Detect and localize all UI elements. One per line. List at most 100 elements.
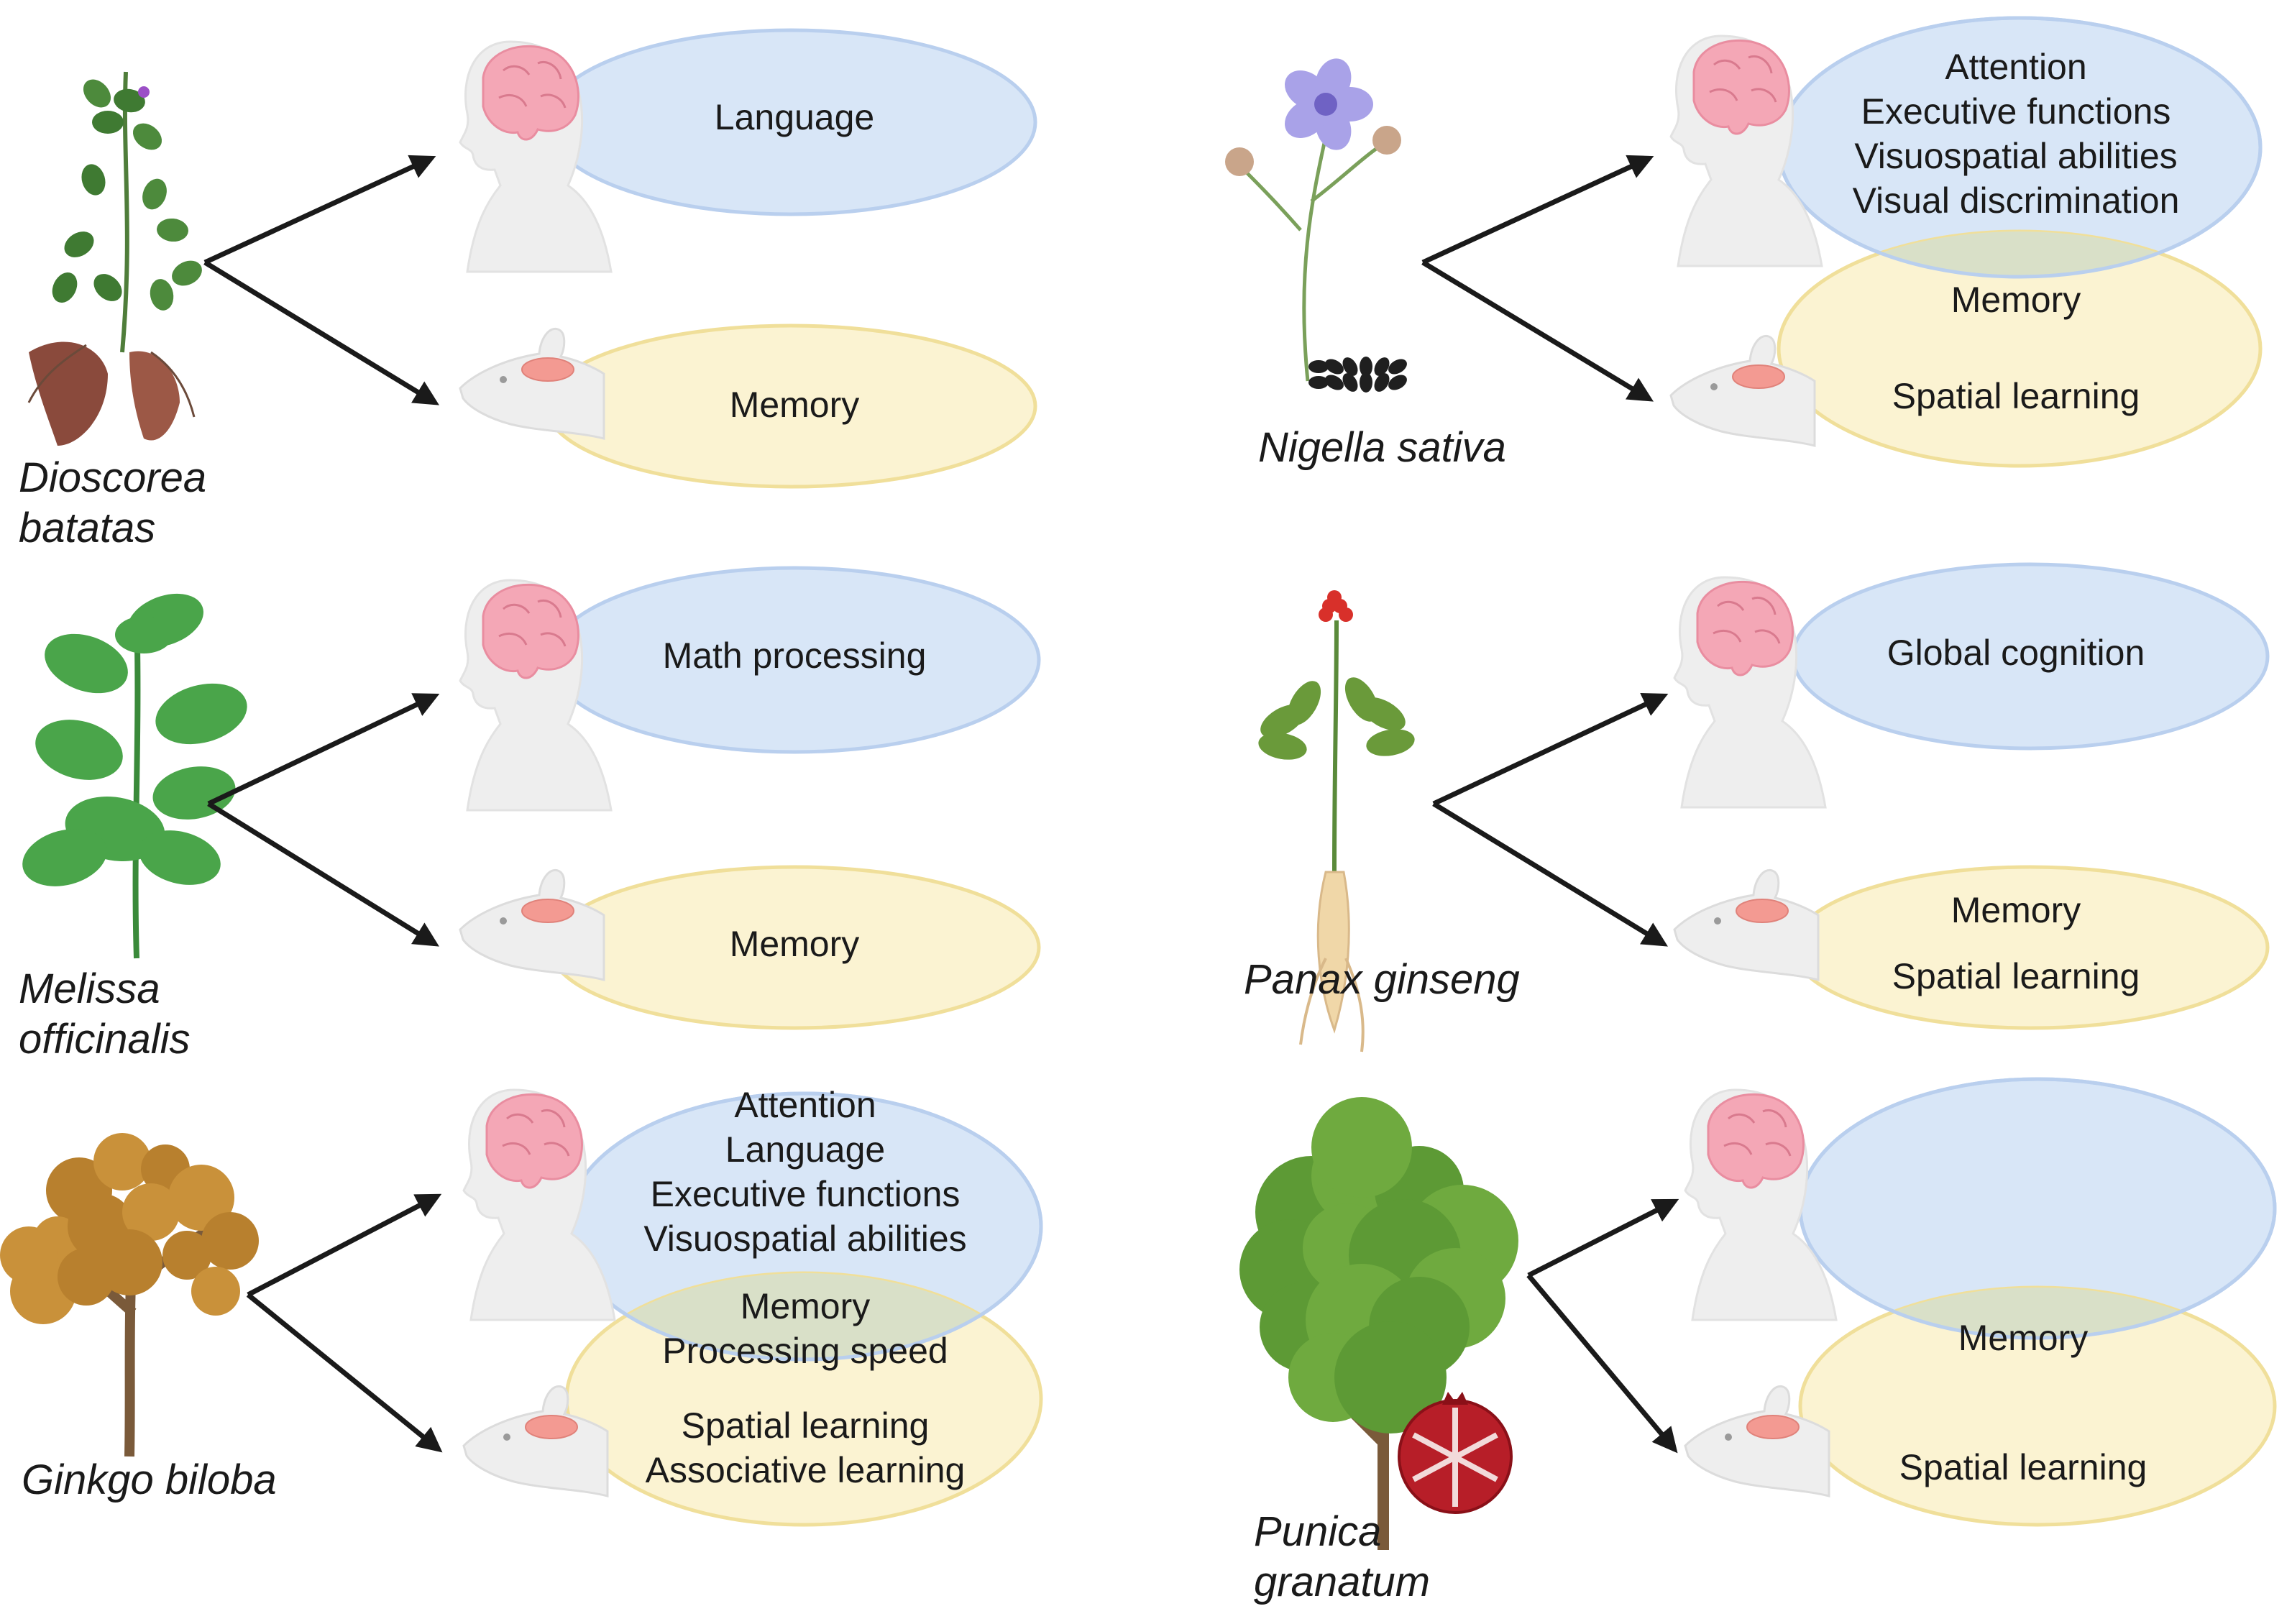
leaf bbox=[81, 164, 106, 196]
brain-folds bbox=[498, 600, 567, 647]
leaf bbox=[114, 88, 145, 113]
outcome-label: Memory bbox=[729, 924, 860, 964]
arrow bbox=[246, 1293, 443, 1453]
brain-icon bbox=[485, 1093, 583, 1189]
ginseng-root bbox=[1316, 871, 1350, 1034]
panel-melissa: Melissa officinalis Math processing Memo… bbox=[0, 556, 1146, 1097]
arrow bbox=[1421, 260, 1654, 402]
berry bbox=[1327, 590, 1342, 605]
black-seed bbox=[1374, 373, 1390, 392]
flower bbox=[138, 86, 150, 98]
brain-folds bbox=[498, 61, 567, 109]
outcome-label: Executive functions bbox=[650, 1174, 961, 1214]
nigella-plant-illustration bbox=[1225, 58, 1407, 393]
leaf bbox=[155, 683, 247, 745]
human-head-icon bbox=[462, 1088, 616, 1321]
outcome-label: Memory bbox=[729, 385, 860, 425]
leaf bbox=[150, 279, 174, 311]
animal-outcomes: Memory bbox=[554, 922, 1035, 966]
black-seed bbox=[1308, 376, 1329, 389]
black-seed bbox=[1388, 359, 1407, 375]
brain-folds bbox=[1713, 597, 1781, 644]
species-name-line: Punica bbox=[1254, 1508, 1382, 1555]
outcome-label: Spatial learning bbox=[1892, 376, 2140, 416]
brain-icon bbox=[482, 583, 579, 679]
outcome-label: Attention bbox=[1945, 47, 2087, 87]
leaf bbox=[139, 830, 221, 885]
outcome-label: Language bbox=[714, 97, 875, 137]
arrow bbox=[1421, 155, 1654, 265]
rat-silhouette bbox=[462, 1385, 609, 1497]
root-hairs bbox=[1299, 958, 1365, 1052]
outcome-label: Processing speed bbox=[662, 1331, 948, 1371]
outcome-label: Attention bbox=[734, 1085, 876, 1125]
arrow bbox=[207, 802, 439, 947]
human-outcomes: Attention Language Executive functions V… bbox=[561, 1083, 1050, 1261]
plant-stem bbox=[1238, 136, 1385, 382]
human-head-icon bbox=[1669, 35, 1823, 267]
human-outcomes: Attention Executive functions Visuospati… bbox=[1771, 45, 2260, 223]
animal-outcomes: Spatial learning bbox=[1779, 1445, 2268, 1490]
rat-brain-icon bbox=[1732, 364, 1785, 389]
rat-head-icon bbox=[459, 868, 605, 981]
rat-eye bbox=[500, 376, 507, 383]
panel-dioscorea: Dioscorea batatas Language Memory bbox=[0, 14, 1146, 556]
berry bbox=[1339, 607, 1353, 622]
fruit-crown bbox=[1442, 1392, 1468, 1405]
human-outcomes: Language bbox=[554, 95, 1035, 139]
leaf bbox=[93, 274, 122, 301]
roots bbox=[27, 344, 196, 418]
panel-art bbox=[0, 1088, 1043, 1527]
rat-eye bbox=[503, 1433, 510, 1441]
foliage bbox=[1334, 1321, 1447, 1433]
species-name: Melissa officinalis bbox=[19, 964, 191, 1065]
rat-silhouette bbox=[1684, 1385, 1830, 1497]
species-name-line: officinalis bbox=[19, 1016, 191, 1063]
species-name-line: Ginkgo biloba bbox=[22, 1456, 277, 1503]
overlap-region bbox=[567, 1273, 1041, 1359]
black-seed bbox=[1388, 375, 1407, 390]
species-name: Nigella sativa bbox=[1258, 423, 1506, 473]
leaf bbox=[172, 260, 202, 286]
pomegranate-tree-illustration bbox=[1239, 1097, 1518, 1550]
outcome-label: Global cognition bbox=[1887, 633, 2145, 673]
panel-punica: Punica granatum Memory Spatial learning bbox=[1146, 1077, 2292, 1624]
outcome-label: Language bbox=[725, 1129, 886, 1170]
outcome-label: Associative learning bbox=[645, 1450, 966, 1490]
flower-center bbox=[1314, 93, 1337, 116]
rat-brain-icon bbox=[1736, 899, 1789, 923]
rat-silhouette bbox=[459, 327, 605, 440]
shared-outcomes: Memory bbox=[1771, 277, 2260, 322]
outcome-label: Memory bbox=[740, 1286, 871, 1326]
tuber bbox=[29, 341, 108, 446]
rat-eye bbox=[1714, 917, 1721, 925]
rat-head-icon bbox=[1669, 334, 1816, 447]
outcome-label: Memory bbox=[1958, 1318, 2089, 1358]
species-name-line: Dioscorea bbox=[19, 454, 207, 501]
outcome-label: Memory bbox=[1951, 280, 2081, 320]
animal-outcomes: Memory Spatial learning bbox=[1771, 877, 2260, 1009]
flower-petal bbox=[1315, 58, 1352, 104]
black-seed bbox=[1374, 357, 1390, 376]
black-seed bbox=[1342, 373, 1358, 392]
leaf bbox=[22, 829, 107, 886]
rat-brain-icon bbox=[525, 1415, 578, 1439]
rat-silhouette bbox=[1669, 334, 1816, 447]
panel-art bbox=[1225, 16, 2263, 468]
rat-silhouette bbox=[459, 868, 605, 981]
black-seed bbox=[1325, 375, 1344, 390]
leaf bbox=[142, 178, 167, 210]
foliage bbox=[93, 1133, 151, 1191]
plant-stem bbox=[132, 613, 141, 959]
rat-brain-icon bbox=[1746, 1415, 1800, 1439]
outcome-label: Executive functions bbox=[1861, 91, 2171, 132]
plant-stem bbox=[1332, 620, 1339, 873]
leaf bbox=[1344, 677, 1379, 722]
seed-pod bbox=[1372, 126, 1401, 155]
human-head-icon bbox=[459, 579, 613, 812]
rat-silhouette bbox=[1673, 868, 1820, 981]
panel-art bbox=[1258, 562, 2270, 1052]
panel-art bbox=[27, 28, 1037, 489]
black-seed bbox=[1360, 372, 1372, 393]
brain-icon bbox=[1707, 1093, 1805, 1189]
